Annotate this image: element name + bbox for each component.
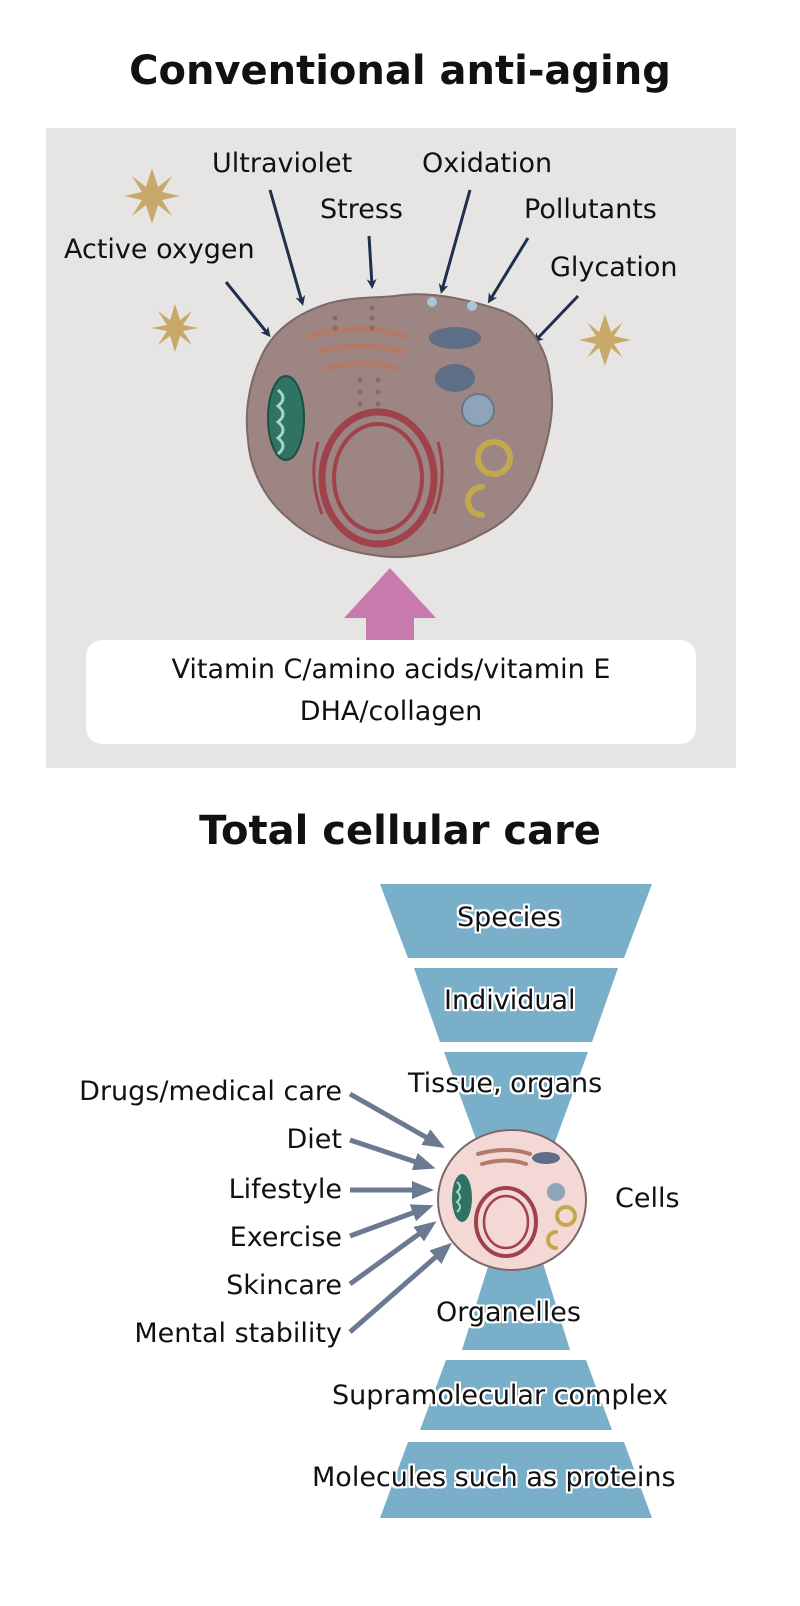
c-shaped-organelle-icon	[465, 484, 485, 518]
level-label-molecules: Molecules such as proteins	[312, 1462, 676, 1493]
total-care-title: Total cellular care	[199, 808, 601, 854]
label-active-oxygen: Active oxygen	[64, 234, 255, 265]
level-label-supramolecular: Supramolecular complex	[332, 1380, 669, 1411]
golgi-icon	[307, 326, 408, 371]
level-label-cells: Cells	[615, 1183, 680, 1214]
factor-mental: Mental stability	[134, 1318, 342, 1349]
arrow-diet	[349, 1137, 436, 1171]
small-peroxisome-icon	[547, 1183, 565, 1201]
arrow-oxidation	[438, 189, 472, 294]
arrow-mental	[348, 1242, 453, 1334]
small-nucleus-icon	[474, 1186, 538, 1258]
small-c-organelle-icon	[546, 1230, 558, 1250]
arrow-stress	[366, 235, 377, 289]
vesicle-dots	[332, 305, 381, 407]
vacuole-icon	[435, 364, 475, 392]
small-lysosome-icon	[532, 1152, 560, 1164]
level-bar-species	[380, 884, 652, 958]
supplements-box: Vitamin C/amino acids/vitamin E DHA/coll…	[86, 640, 696, 744]
arrow-active-oxygen	[224, 281, 271, 338]
conventional-illustration	[124, 168, 631, 642]
supplements-line-1: Vitamin C/amino acids/vitamin E	[171, 654, 611, 685]
level-bar-individual	[414, 968, 618, 1042]
supplements-line-2: DHA/collagen	[299, 696, 483, 727]
arrow-drugs	[348, 1091, 445, 1148]
level-label-species: Species	[457, 902, 561, 933]
label-ultraviolet: Ultraviolet	[212, 148, 353, 179]
small-vesicle-icon	[555, 1205, 577, 1227]
level-label-organelles: Organelles	[436, 1297, 581, 1328]
level-label-individual: Individual	[444, 985, 576, 1016]
arrow-glycation	[533, 294, 580, 343]
conventional-title: Conventional anti-aging	[129, 48, 671, 94]
factor-drugs: Drugs/medical care	[79, 1076, 342, 1107]
nucleus-icon	[312, 408, 444, 548]
arrow-exercise	[349, 1204, 434, 1239]
level-bar-organelles	[462, 1260, 570, 1350]
small-golgi-icon	[476, 1148, 532, 1166]
level-bar-tissue	[444, 1052, 588, 1150]
label-pollutants: Pollutants	[524, 194, 657, 225]
peroxisome-icon	[461, 393, 495, 427]
small-mitochondrion-icon	[452, 1174, 472, 1222]
arrow-pollutants	[487, 237, 530, 304]
arrow-ultraviolet	[268, 189, 306, 306]
sun-icon	[124, 168, 180, 224]
level-bar-supramolecular	[420, 1360, 612, 1430]
arrow-skincare	[348, 1221, 437, 1287]
lysosome-icon	[429, 327, 481, 349]
sun-icon	[579, 314, 631, 366]
factor-skincare: Skincare	[226, 1270, 342, 1301]
label-glycation: Glycation	[550, 252, 678, 283]
push-arrow	[344, 568, 436, 642]
factor-exercise: Exercise	[229, 1222, 342, 1253]
level-bar-molecules	[380, 1442, 652, 1518]
level-label-tissue: Tissue, organs	[408, 1068, 603, 1099]
factor-diet: Diet	[286, 1124, 343, 1155]
vesicle-ring-icon	[475, 439, 513, 477]
sun-icon	[151, 304, 199, 352]
label-stress: Stress	[320, 194, 403, 225]
label-oxidation: Oxidation	[422, 148, 553, 179]
factor-lifestyle: Lifestyle	[228, 1174, 342, 1205]
